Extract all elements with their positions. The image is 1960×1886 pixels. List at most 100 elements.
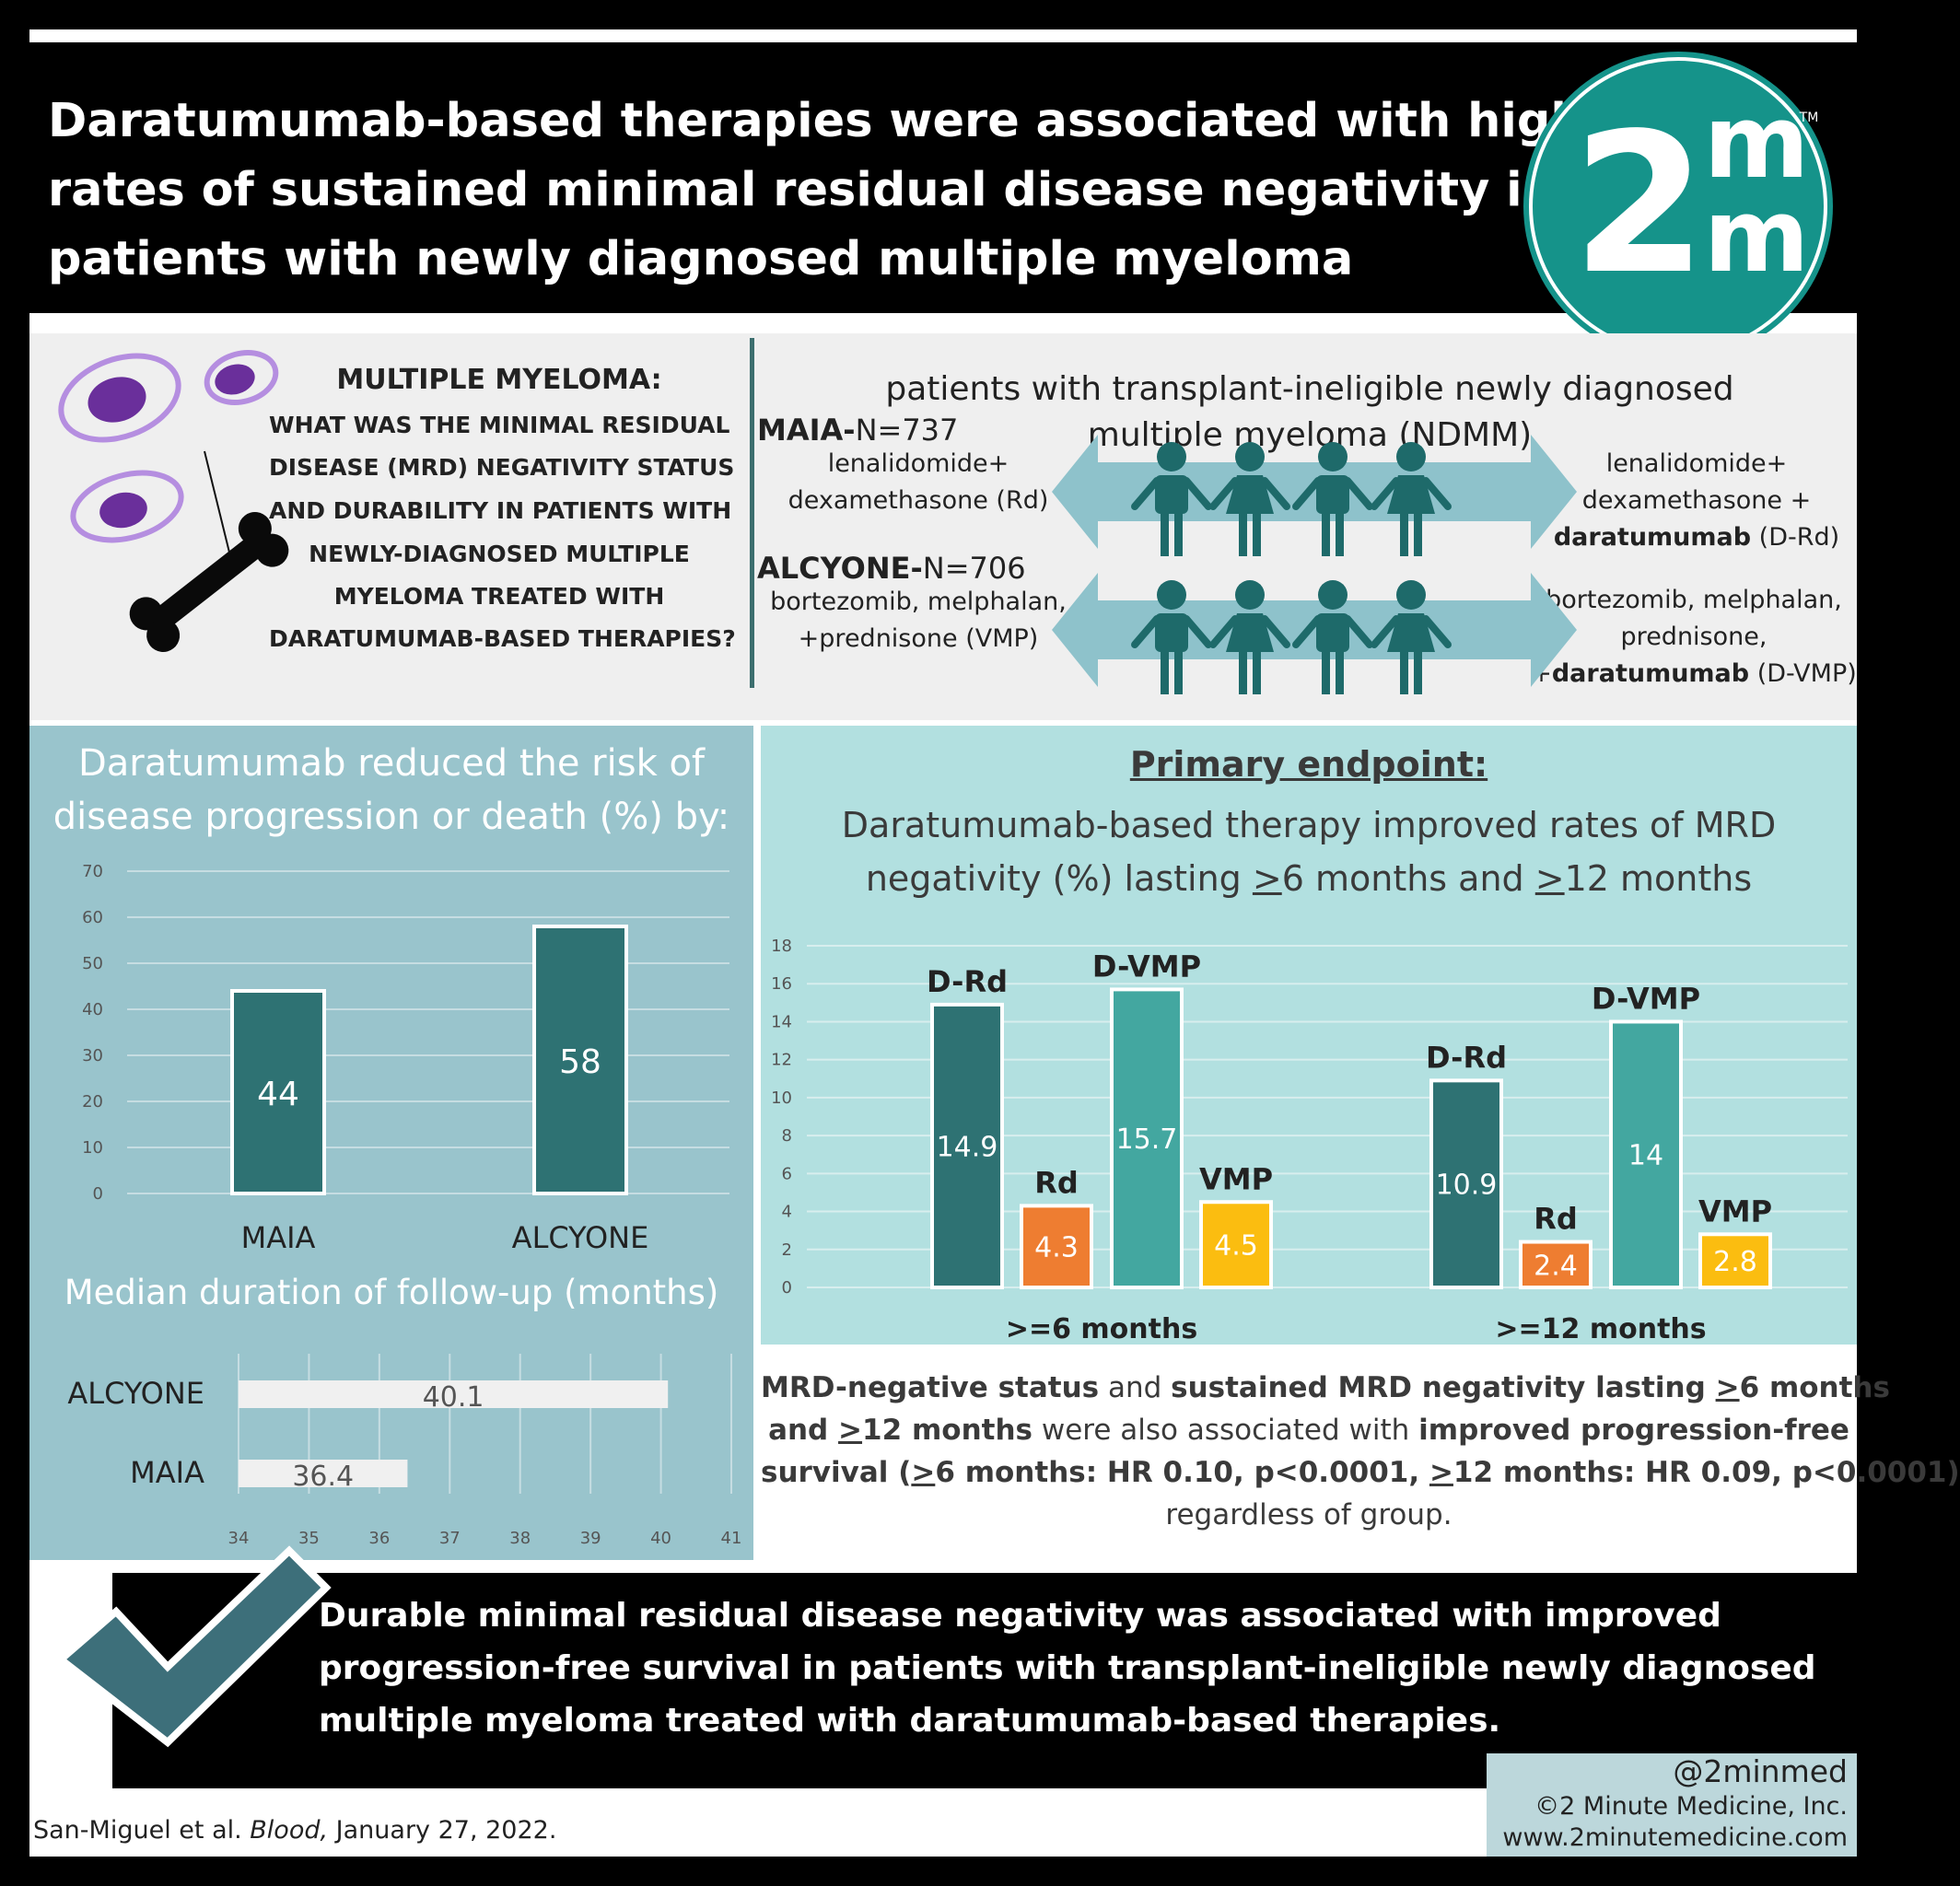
x-tick-label: 38 — [509, 1529, 531, 1548]
title-line: Daratumumab-based therapies were associa… — [48, 94, 1639, 148]
person-arm — [1422, 615, 1452, 648]
person-arm — [1422, 477, 1452, 510]
bar-vmp — [1698, 1232, 1772, 1289]
infographic-page: Daratumumab-based therapies were associa… — [29, 29, 1960, 1857]
arm-line: bortezomib, melphalan, — [770, 588, 1067, 616]
arm-line: dexamethasone + — [1581, 486, 1812, 515]
arm-abbrev: (D-Rd) — [1751, 523, 1840, 552]
series-label: Rd — [1534, 1202, 1578, 1237]
two-minute-medicine-logo: 2 m m TM — [1523, 52, 1833, 361]
y-tick-label: 16 — [771, 974, 792, 994]
series-label: D-VMP — [1592, 981, 1700, 1016]
mrd-summary-segment: improved progression-free — [1418, 1414, 1849, 1447]
person-head — [1396, 580, 1426, 610]
bar-vmp — [1199, 1200, 1273, 1289]
population-title: patients with transplant-ineligible newl… — [766, 367, 1853, 459]
infographic-frame: Daratumumab-based therapies were associa… — [29, 29, 1960, 1857]
person-dress — [1387, 613, 1435, 652]
female-person-icon — [1371, 580, 1452, 694]
bar-alcyone — [239, 1380, 669, 1408]
person-arm — [1183, 477, 1212, 510]
arm-abbrev: (D-VMP) — [1749, 659, 1857, 688]
female-person-icon — [1371, 442, 1452, 556]
pointer-line — [204, 450, 233, 565]
geq-symbol: > — [1715, 1371, 1740, 1404]
x-tick-label: 35 — [298, 1529, 320, 1548]
person-torso — [1155, 475, 1188, 514]
data-label: 2.8 — [1713, 1246, 1757, 1278]
person-arm — [1292, 477, 1322, 510]
page-title: Daratumumab-based therapies were associa… — [48, 87, 1639, 294]
person-arm — [1344, 615, 1373, 648]
y-tick-label: 18 — [771, 937, 792, 956]
y-tick-label: 10 — [82, 1138, 103, 1158]
primary-endpoint-description: Daratumumab-based therapy improved rates… — [761, 798, 1857, 905]
conclusion-text: Durable minimal residual disease negativ… — [319, 1589, 1838, 1747]
arm-line: lenalidomide+ — [827, 449, 1009, 478]
y-tick-label: 50 — [82, 954, 103, 973]
y-tick-label: 12 — [771, 1051, 792, 1070]
mrd-summary-segment: MRD-negative status — [761, 1371, 1100, 1404]
bone-icon — [129, 512, 289, 652]
question-line: WHAT WAS THE MINIMAL RESIDUAL — [269, 412, 730, 438]
y-tick-label: 60 — [82, 908, 103, 927]
arm-line: daratumumab (D-Rd) — [1540, 519, 1853, 556]
person-leg — [1400, 514, 1408, 556]
data-label: 58 — [559, 1043, 601, 1081]
x-tick-label: 37 — [439, 1529, 461, 1548]
series-label: D-Rd — [927, 964, 1008, 999]
alcyone-name: ALCYONE- — [757, 551, 923, 586]
x-tick-label: 40 — [650, 1529, 671, 1548]
person-dress — [1387, 475, 1435, 514]
company-name: ©2 Minute Medicine, Inc. — [1534, 1792, 1848, 1821]
person-arm — [1371, 477, 1400, 510]
desc-part: 6 months and — [1281, 858, 1535, 899]
arm-line: +daratumumab (D-VMP) — [1531, 656, 1857, 693]
arm-line: dexamethasone (Rd) — [788, 486, 1049, 515]
y-tick-label: 40 — [82, 1000, 103, 1019]
x-tick-label: 36 — [368, 1529, 390, 1548]
person-head — [1235, 580, 1265, 610]
male-person-icon — [1292, 442, 1373, 556]
person-leg — [1174, 514, 1183, 556]
mrd-summary: MRD-negative status and sustained MRD ne… — [761, 1367, 1960, 1536]
male-person-icon — [1131, 442, 1212, 556]
mrd-summary-line: and >12 months were also associated with… — [761, 1409, 1857, 1451]
pfs-title-line: Daratumumab reduced the risk of — [77, 742, 706, 785]
person-dress — [1226, 613, 1274, 652]
bar-maia — [230, 989, 326, 1195]
logo-two: 2 — [1572, 91, 1707, 317]
website-url: www.2minutemedicine.com — [1502, 1823, 1848, 1852]
bar-d-rd — [930, 1002, 1004, 1290]
title-line: rates of sustained minimal residual dise… — [48, 163, 1556, 217]
person-torso — [1316, 613, 1349, 652]
geq-symbol: > — [1534, 858, 1565, 899]
bar-alcyone — [532, 925, 628, 1195]
citation-authors: San-Miguel et al. — [33, 1816, 251, 1845]
mrd-summary-line: MRD-negative status and sustained MRD ne… — [761, 1367, 1890, 1409]
logo-trademark: TM — [1799, 111, 1819, 125]
mrd-negativity-chart: 02468101214161814.9D-Rd4.3Rd15.7D-VMP4.5… — [771, 937, 1848, 1345]
data-label: 14 — [1628, 1140, 1663, 1172]
citation-journal: Blood, — [250, 1816, 329, 1845]
maia-control-arm: lenalidomide+ dexamethasone (Rd) — [766, 446, 1070, 519]
y-tick-label: 8 — [782, 1126, 792, 1146]
mrd-summary-segment: were also associated with — [1032, 1414, 1419, 1447]
person-leg — [1322, 514, 1330, 556]
alcyone-n: N=706 — [922, 551, 1026, 586]
x-category-label: ALCYONE — [512, 1220, 649, 1255]
plasma-cell-icon — [58, 353, 181, 443]
data-label: 44 — [257, 1076, 299, 1113]
geq-symbol: > — [1429, 1456, 1453, 1489]
citation: San-Miguel et al. Blood, January 27, 202… — [33, 1816, 556, 1845]
person-arm — [1131, 615, 1161, 648]
data-label: 40.1 — [423, 1381, 484, 1414]
y-tick-label: 2 — [782, 1240, 792, 1260]
desc-part: negativity (%) lasting — [865, 858, 1253, 899]
person-head — [1235, 442, 1265, 472]
male-person-icon — [1292, 580, 1373, 694]
panel-divider — [750, 338, 754, 688]
desc-line: negativity (%) lasting >6 months and >12… — [761, 852, 1857, 905]
pfs-panel — [29, 726, 753, 1560]
